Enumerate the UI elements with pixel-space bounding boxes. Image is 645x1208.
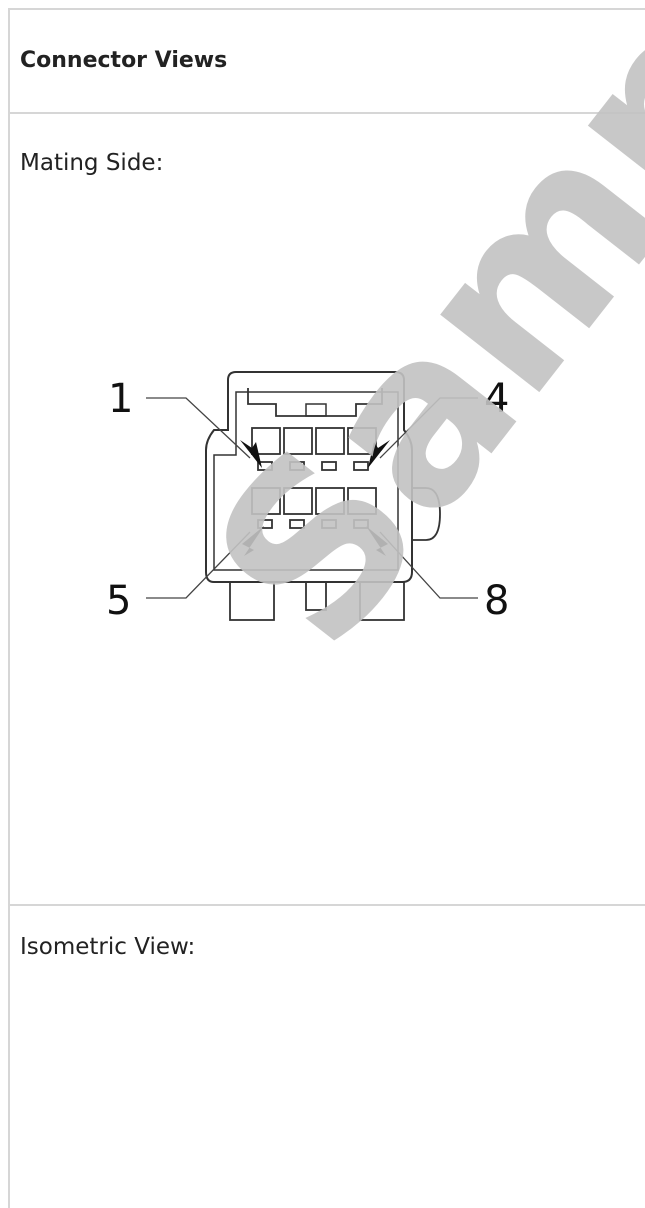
isometric-view-row: Isometric View: (10, 906, 645, 1206)
pin-callout-lines (146, 397, 478, 599)
isometric-view-label: Isometric View: (20, 934, 196, 960)
pin-label-5: 5 (106, 578, 131, 624)
mating-side-label: Mating Side: (20, 150, 164, 176)
pin-cavities (251, 427, 377, 529)
connector-views-table: Connector Views Mating Side: Isometric V… (8, 8, 645, 1208)
pin-callout-arrows (240, 440, 390, 556)
pin-label-1: 1 (108, 376, 133, 422)
pin-label-4: 4 (484, 376, 509, 422)
mating-side-row: Mating Side: (10, 114, 645, 906)
pin-label-8: 8 (484, 578, 509, 624)
table-header-title: Connector Views (20, 48, 228, 73)
sample-watermark: Sample (163, 0, 645, 694)
pin-number-labels: 1 4 5 8 (106, 376, 509, 624)
table-header-row: Connector Views (10, 10, 645, 114)
watermark-text: Sample (163, 0, 645, 694)
